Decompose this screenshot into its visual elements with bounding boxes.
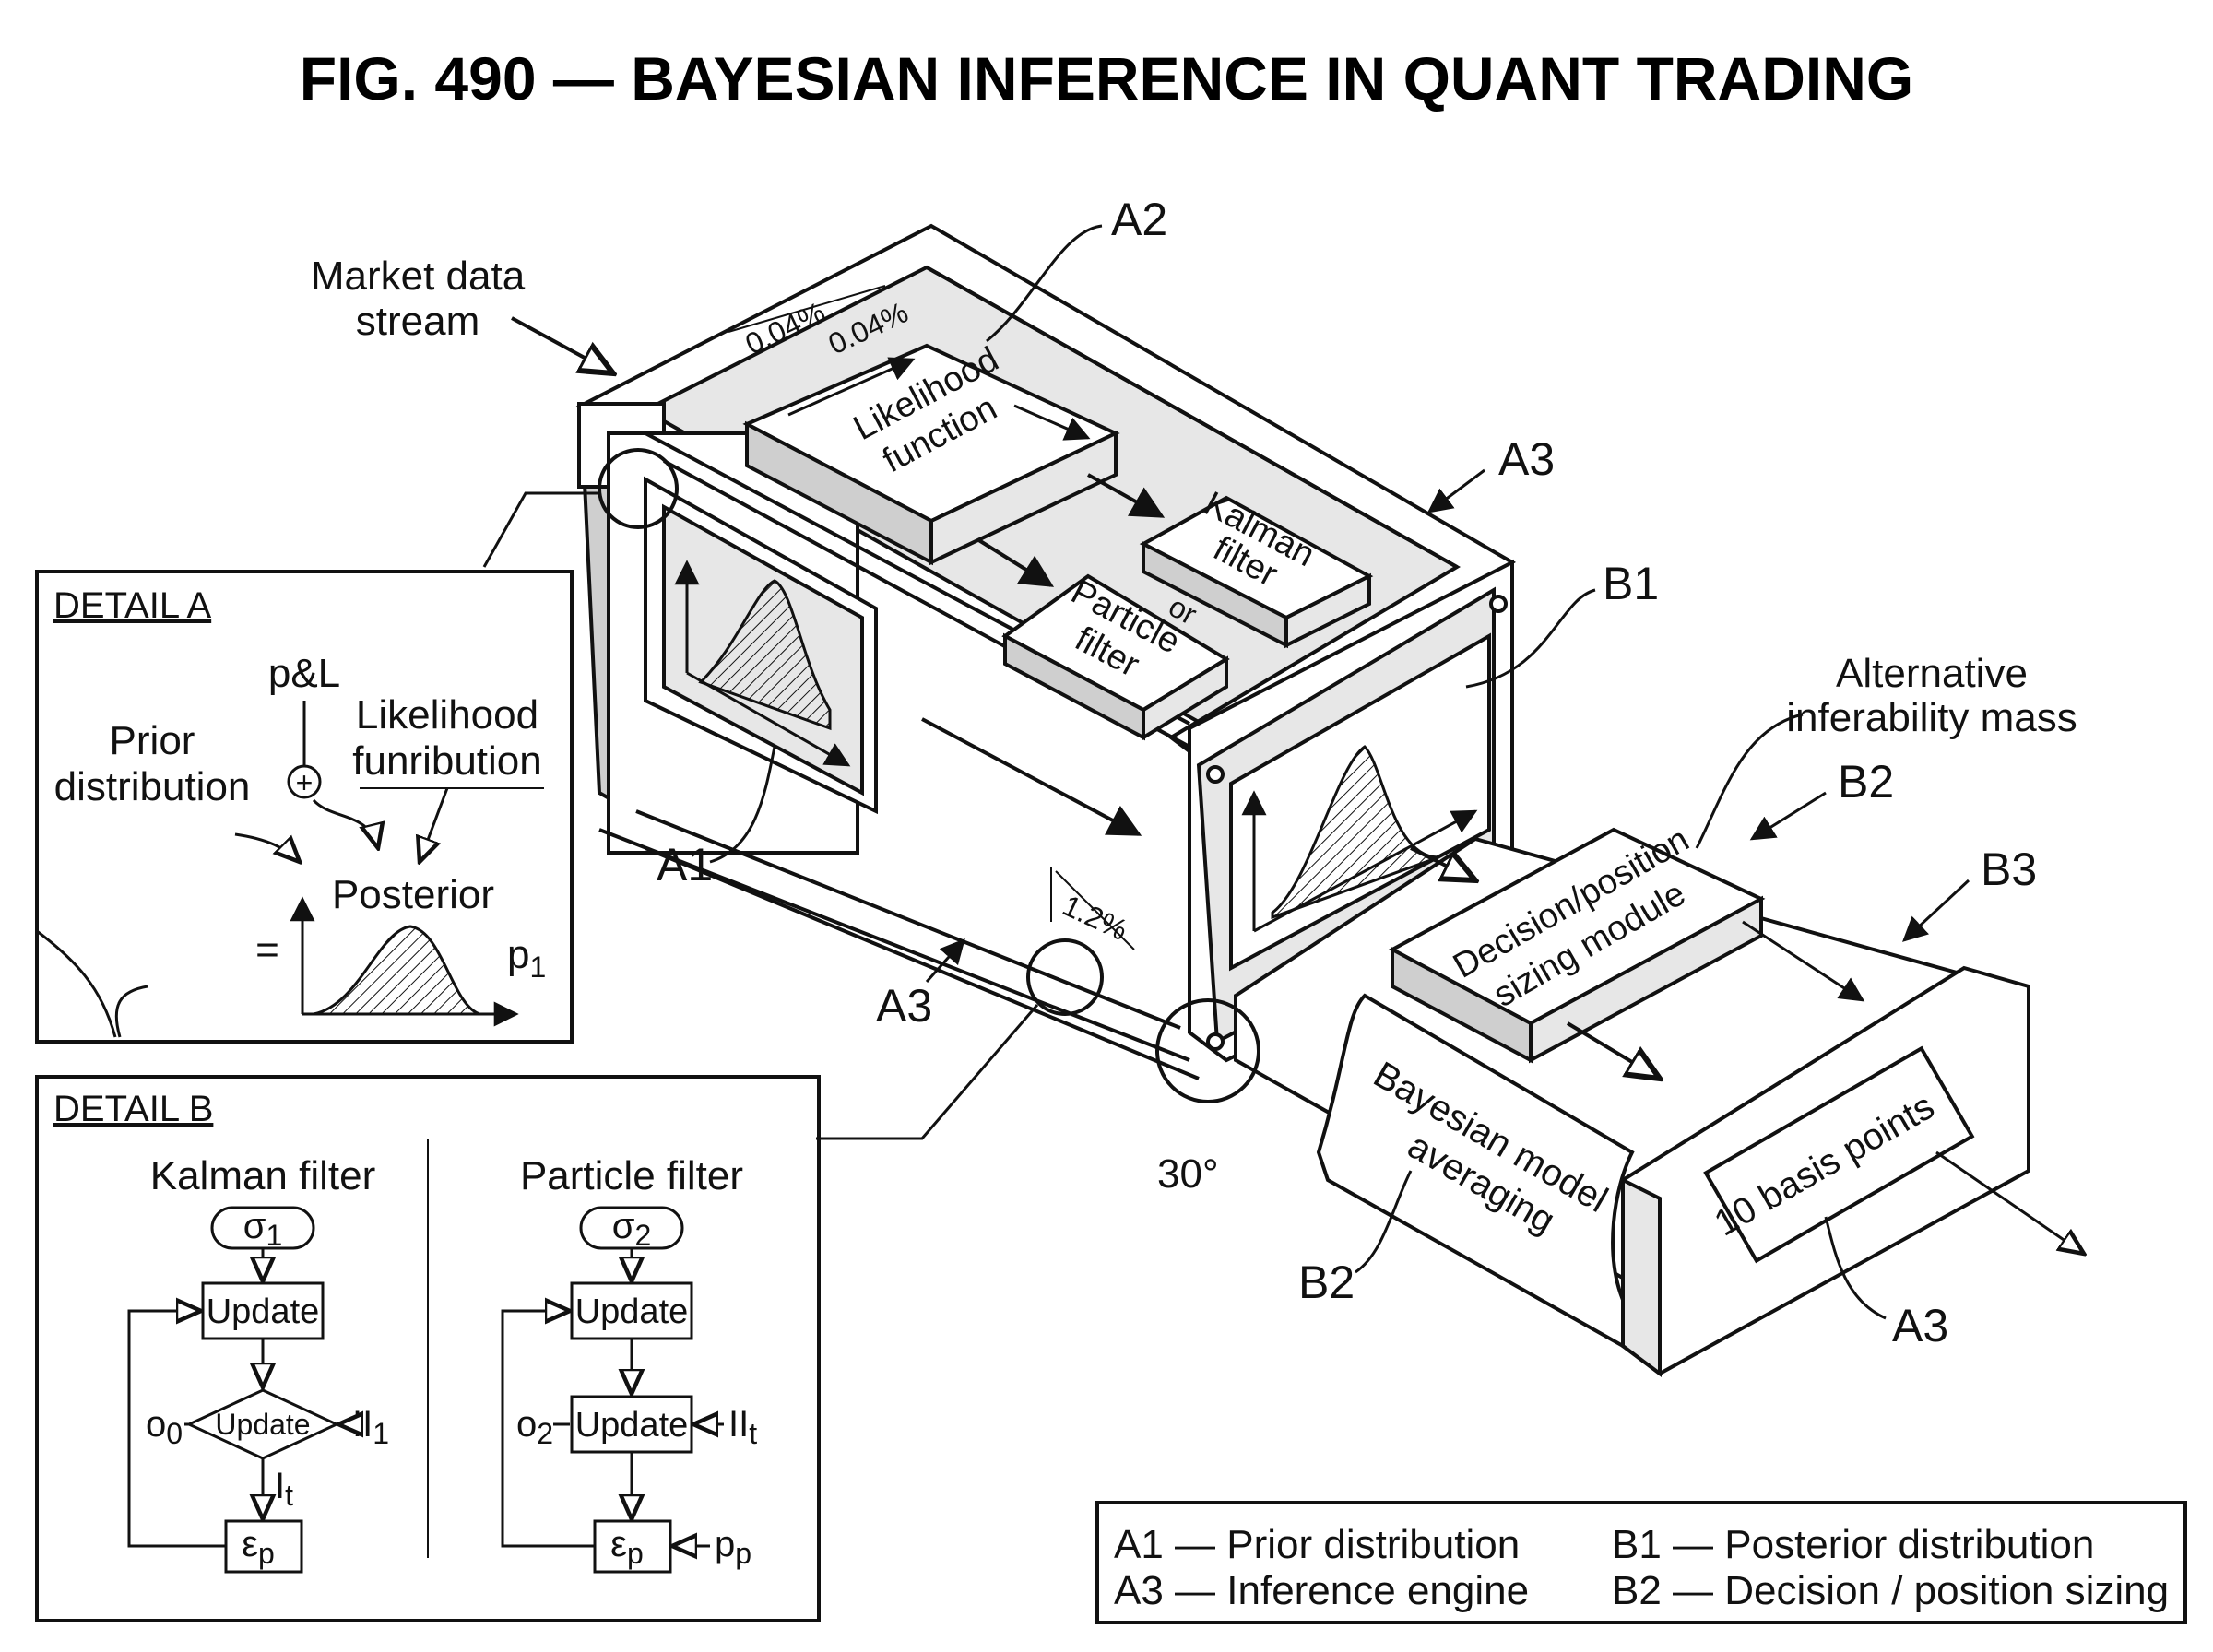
legend-b1: B1 — Posterior distribution <box>1612 1522 2094 1567</box>
detail-a-pl: p&L <box>268 651 340 696</box>
callout-a3-mid: A3 <box>876 980 932 1032</box>
svg-text:Update: Update <box>575 1292 689 1331</box>
detail-b-particle-title: Particle filter <box>520 1153 743 1198</box>
alt-mass-label-1: Alternative <box>1836 651 2028 696</box>
callout-a3-bottom: A3 <box>1892 1300 1948 1351</box>
svg-text:o0: o0 <box>146 1404 183 1450</box>
detail-b-kalman-title: Kalman filter <box>150 1153 376 1198</box>
detail-a-likelihood-1: Likelihood <box>356 692 538 738</box>
svg-text:Update: Update <box>215 1408 310 1441</box>
angle-label: 30° <box>1157 1151 1219 1197</box>
detail-b-circle <box>1026 938 1104 1016</box>
detail-a-prior-1: Prior <box>110 718 195 763</box>
arrow-to-decision <box>1410 846 1475 880</box>
figure-title: FIG. 490 — BAYESIAN INFERENCE IN QUANT T… <box>300 44 1913 112</box>
svg-text:Update: Update <box>575 1406 689 1445</box>
prior-distribution-screen <box>644 476 878 815</box>
legend-box: A1 — Prior distribution A3 — Inference e… <box>1095 1501 2187 1624</box>
svg-text:σ2: σ2 <box>612 1206 651 1252</box>
svg-text:σ1: σ1 <box>243 1206 282 1252</box>
detail-a-posterior: Posterior <box>332 872 494 917</box>
angle-circle <box>1155 998 1260 1103</box>
svg-text:IIt: IIt <box>728 1404 757 1450</box>
kalman-filter-block: Kalman filter <box>1139 485 1374 649</box>
svg-text:p1: p1 <box>507 932 546 984</box>
detail-b-panel: DETAIL B Kalman filter σ1 Update Update … <box>35 1075 821 1622</box>
arrow-internal-flow <box>921 717 1142 836</box>
detail-a-leader <box>482 491 599 568</box>
detail-a-panel: DETAIL A p&L + Prior distribution Likeli… <box>35 570 574 1044</box>
market-data-arrow <box>511 316 613 373</box>
arrow-likelihood-kalman <box>1087 473 1166 518</box>
svg-text:o2: o2 <box>516 1404 553 1450</box>
output-tray: 10 basis points <box>1234 836 2030 1377</box>
output-arrow <box>1935 1150 2084 1254</box>
svg-text:pp: pp <box>715 1524 751 1570</box>
detail-b-header: DETAIL B <box>53 1089 213 1129</box>
callout-b1: B1 <box>1603 558 1659 609</box>
svg-text:II1: II1 <box>352 1404 389 1450</box>
detail-a-likelihood-2: funribution <box>352 738 541 784</box>
market-data-label-2: stream <box>356 299 479 344</box>
detail-a-p1-sub: 1 <box>529 950 546 984</box>
legend-a1: A1 — Prior distribution <box>1114 1522 1520 1567</box>
svg-text:It: It <box>275 1466 293 1512</box>
detail-b-leader <box>816 1004 1039 1140</box>
callout-a2: A2 <box>1111 194 1167 245</box>
detail-a-circle <box>598 448 679 529</box>
callout-b3: B3 <box>1981 844 2037 895</box>
likelihood-function-block: Likelihood function <box>742 340 1120 566</box>
arrow-likelihood-particle <box>976 537 1055 587</box>
arrow-to-bma <box>1566 1021 1660 1079</box>
decision-module-block: Decision/position sizing module <box>1388 820 1766 1064</box>
alt-mass-label-2: inferability mass <box>1786 695 2077 740</box>
posterior-distribution-screen <box>1229 632 1491 972</box>
callout-b2-bottom: B2 <box>1298 1257 1355 1308</box>
legend-a3: A3 — Inference engine <box>1114 1568 1529 1613</box>
dim-pct-label: 1.2% <box>1058 889 1132 947</box>
svg-text:Update: Update <box>207 1292 320 1331</box>
legend-b2: B2 — Decision / position sizing <box>1612 1568 2169 1613</box>
svg-text:+: + <box>296 766 314 799</box>
detail-a-prior-2: distribution <box>54 764 251 809</box>
bma-block: Bayesian model averaging <box>1316 993 1635 1350</box>
svg-text:εp: εp <box>242 1524 275 1570</box>
svg-text:εp: εp <box>610 1524 644 1570</box>
detail-a-equals: = <box>255 927 279 973</box>
detail-a-header: DETAIL A <box>53 585 211 626</box>
callout-a1: A1 <box>657 839 713 891</box>
detail-a-p1: p <box>507 932 529 977</box>
callout-a3-top: A3 <box>1498 433 1555 485</box>
sum-node-icon <box>287 764 322 799</box>
market-data-label-1: Market data <box>311 254 526 299</box>
arrow-to-tray <box>1742 920 1865 1002</box>
callout-b2-top: B2 <box>1838 756 1894 808</box>
